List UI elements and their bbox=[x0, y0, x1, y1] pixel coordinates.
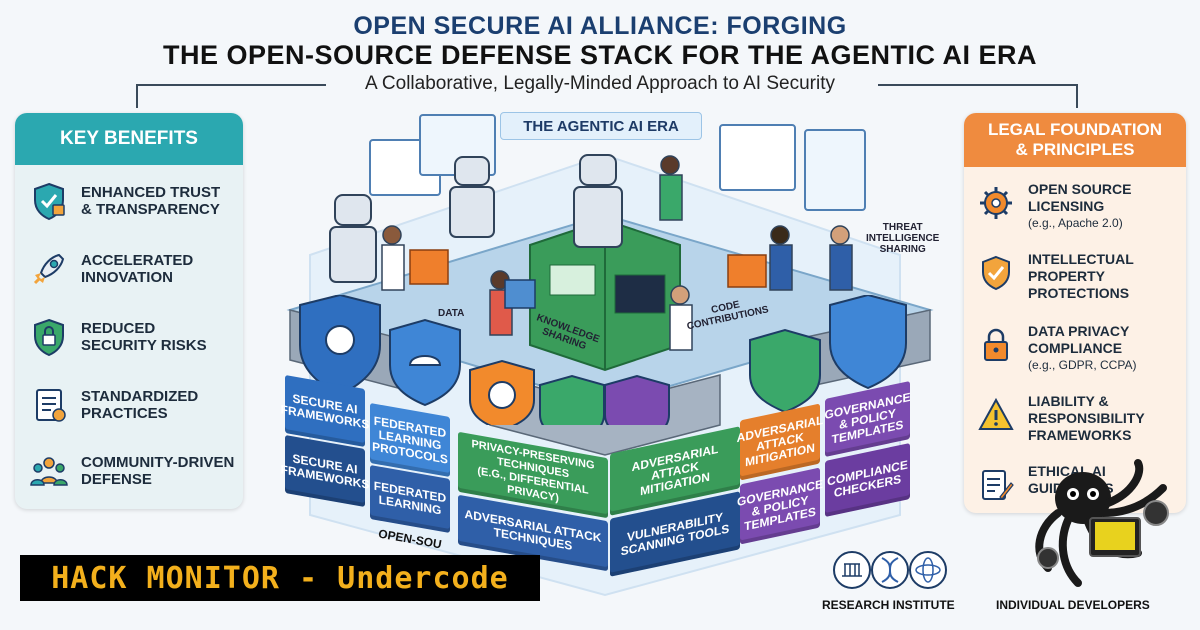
octopus-hacker-mascot-icon bbox=[1035, 459, 1169, 587]
network-shield-icon bbox=[829, 295, 907, 390]
people-shield-icon bbox=[749, 328, 821, 414]
principle-label: Data Privacy Compliance(e.g., GDPR, CCPA… bbox=[1028, 323, 1137, 372]
subtitle-bracket-right-drop bbox=[1076, 84, 1078, 108]
padlock-icon bbox=[984, 328, 1008, 361]
warning-icon bbox=[978, 397, 1014, 430]
research-institute-logos bbox=[833, 551, 947, 589]
rocket-icon bbox=[33, 253, 65, 285]
legal-foundation-panel: LEGAL FOUNDATION & PRINCIPLES Open Sourc… bbox=[964, 113, 1186, 513]
key-benefits-heading: KEY BENEFITS bbox=[15, 113, 243, 165]
flow-label-data: DATA bbox=[438, 308, 465, 319]
subtitle-bracket-left bbox=[136, 84, 326, 86]
title-line-2: THE OPEN-SOURCE DEFENSE STACK FOR THE AG… bbox=[162, 40, 1038, 70]
subtitle: A Collaborative, Legally-Minded Approach… bbox=[365, 73, 835, 94]
title-line-1: OPEN SECURE AI ALLIANCE: FORGING bbox=[353, 12, 847, 40]
security-shields bbox=[299, 295, 907, 425]
individual-developers-label: INDIVIDUAL DEVELOPERS bbox=[996, 598, 1150, 612]
principle-label: Intellectual Property Protections bbox=[1028, 251, 1134, 301]
principle-label: Liability & Responsibility Frameworks bbox=[1028, 393, 1145, 443]
ai-shield-icon bbox=[604, 374, 670, 425]
subtitle-bracket-left-drop bbox=[136, 84, 138, 108]
principle-item: Intellectual Property Protections bbox=[978, 251, 1183, 302]
benefit-item: Reduced Security Risks bbox=[29, 317, 239, 357]
benefit-item: Enhanced Trust & Transparency bbox=[29, 181, 239, 221]
benefit-label: Community-Driven Defense bbox=[81, 454, 235, 488]
benefit-item: Standardized Practices bbox=[29, 385, 239, 425]
principle-item: Data Privacy Compliance(e.g., GDPR, CCPA… bbox=[978, 323, 1183, 374]
subtitle-bracket-right bbox=[878, 84, 1078, 86]
atom-logo bbox=[909, 551, 947, 589]
principle-item: Open Source Licensing(e.g., Apache 2.0) bbox=[978, 181, 1183, 232]
benefit-item: Accelerated Innovation bbox=[29, 249, 239, 289]
flow-label-threat: THREAT INTELLIGENCE SHARING bbox=[866, 222, 940, 255]
shield-lock-icon bbox=[34, 182, 65, 221]
benefit-label: Accelerated Innovation bbox=[81, 252, 194, 286]
gear-icon bbox=[980, 187, 1012, 219]
benefit-label: Reduced Security Risks bbox=[81, 320, 207, 354]
key-benefits-panel: KEY BENEFITS Enhanced Trust & Transparen… bbox=[15, 113, 243, 509]
benefit-label: Standardized Practices bbox=[81, 388, 199, 422]
principle-item: Liability & Responsibility Frameworks bbox=[978, 393, 1183, 444]
community-people-icon bbox=[30, 457, 68, 486]
research-institute-label: RESEARCH INSTITUTE bbox=[822, 598, 955, 612]
shield-check-icon bbox=[982, 255, 1010, 291]
principle-note: (e.g., Apache 2.0) bbox=[1028, 216, 1123, 230]
document-pen-icon bbox=[982, 470, 1014, 500]
principle-note: (e.g., GDPR, CCPA) bbox=[1028, 358, 1137, 372]
document-checklist-icon bbox=[36, 389, 66, 422]
agentic-era-label: THE AGENTIC AI ERA bbox=[500, 112, 702, 140]
benefit-label: Enhanced Trust & Transparency bbox=[81, 184, 221, 218]
benefit-item: Community-Driven Defense bbox=[29, 451, 239, 491]
hack-monitor-banner: HACK MONITOR - Undercode bbox=[20, 555, 540, 601]
lock-shield-icon bbox=[539, 374, 605, 425]
shield-lock-icon bbox=[34, 318, 64, 357]
institution-logo bbox=[833, 551, 871, 589]
principle-label: Open Source Licensing(e.g., Apache 2.0) bbox=[1028, 181, 1132, 230]
legal-foundation-heading: LEGAL FOUNDATION & PRINCIPLES bbox=[964, 113, 1186, 167]
